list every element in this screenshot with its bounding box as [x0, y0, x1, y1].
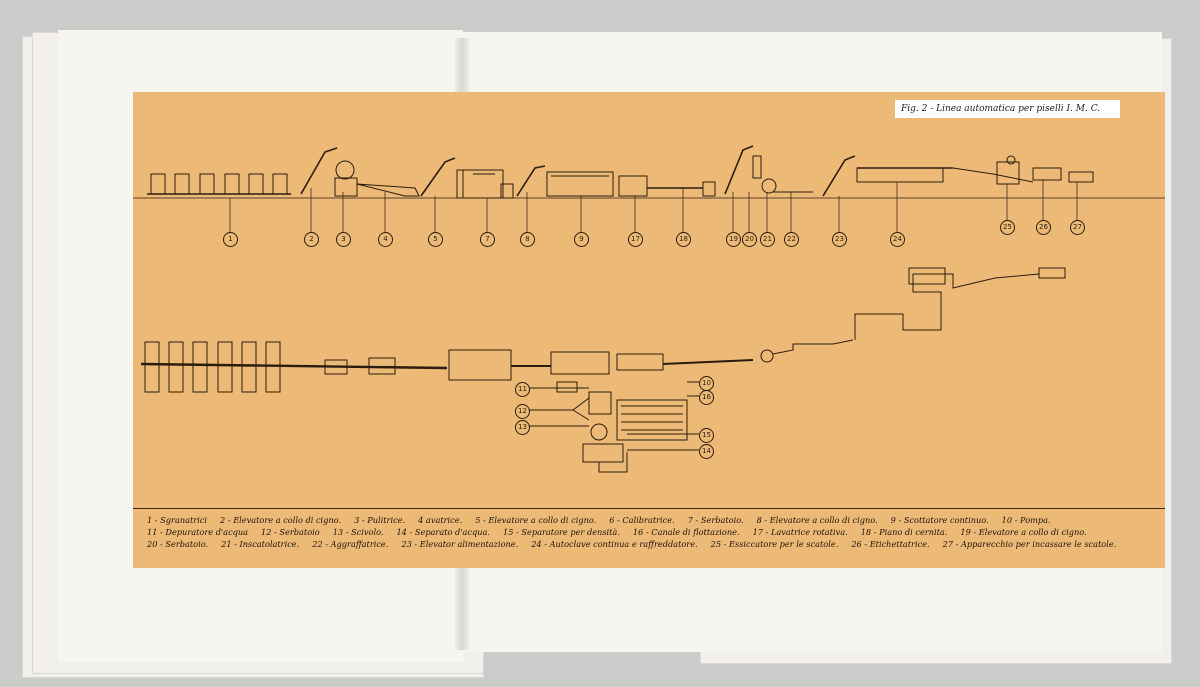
legend-row-3: 20 - Serbatoio. 21 - Inscatolatrice. 22 …	[147, 538, 1152, 550]
legend-item: 11 - Depuratore d'acqua	[147, 527, 249, 537]
callout-3: 3	[336, 232, 351, 247]
callout-24: 24	[890, 232, 905, 247]
sgranatrici-machines	[147, 173, 291, 195]
callout-22: 22	[784, 232, 799, 247]
callout-18: 18	[676, 232, 691, 247]
legend-item: 12 - Serbatoio	[261, 527, 320, 537]
legend: 1 - Sgranatrici 2 - Elevatore a collo di…	[147, 514, 1152, 550]
legend-item: 21 - Inscatolatrice.	[221, 539, 300, 549]
legend-item: 2 - Elevatore a collo di cigno.	[220, 515, 342, 525]
callout-12: 12	[515, 404, 530, 419]
legend-item: 26 - Etichettatrice.	[851, 539, 930, 549]
callout-10: 10	[699, 376, 714, 391]
legend-item: 24 - Autoclave continua e raffreddatore.	[531, 539, 698, 549]
legend-item: 7 - Serbatoio.	[687, 515, 744, 525]
callout-11: 11	[515, 382, 530, 397]
legend-item: 10 - Pompa.	[1001, 515, 1051, 525]
callout-23: 23	[832, 232, 847, 247]
figure-caption: Fig. 2 - Linea automatica per piselli I.…	[895, 100, 1120, 118]
legend-item: 14 - Separato d'acqua.	[396, 527, 491, 537]
callout-25: 25	[1000, 220, 1015, 235]
callout-7: 7	[480, 232, 495, 247]
legend-item: 9 - Scottatore continuo.	[890, 515, 989, 525]
legend-item: 27 - Apparecchio per incassare le scatol…	[942, 539, 1117, 549]
callout-20: 20	[742, 232, 757, 247]
legend-item: 8 - Elevatore a collo di cigno.	[756, 515, 878, 525]
legend-item: 4 avatrice.	[418, 515, 463, 525]
legend-item: 15 - Separatore per densità.	[503, 527, 620, 537]
callout-5: 5	[428, 232, 443, 247]
legend-item: 19 - Elevatore a collo di cigno.	[960, 527, 1087, 537]
callout-19: 19	[726, 232, 741, 247]
legend-row-2: 11 - Depuratore d'acqua 12 - Serbatoio 1…	[147, 526, 1152, 538]
plan-view	[140, 267, 1066, 473]
legend-item: 17 - Lavatrice rotativa.	[752, 527, 848, 537]
legend-item: 22 - Aggraffatrice.	[312, 539, 389, 549]
callout-9: 9	[574, 232, 589, 247]
legend-item: 16 - Canale di flottazione.	[632, 527, 740, 537]
callout-27: 27	[1070, 220, 1085, 235]
legend-item: 6 - Calibratrice.	[609, 515, 675, 525]
legend-item: 13 - Scivolo.	[332, 527, 384, 537]
callout-16: 16	[699, 390, 714, 405]
callout-26: 26	[1036, 220, 1051, 235]
legend-item: 23 - Elevator alimentazione.	[401, 539, 519, 549]
legend-item: 18 - Piano di cernita.	[860, 527, 948, 537]
callout-8: 8	[520, 232, 535, 247]
legend-item: 25 - Essiccatore per le scatole.	[710, 539, 839, 549]
legend-item: 1 - Sgranatrici	[147, 515, 208, 525]
callout-17: 17	[628, 232, 643, 247]
callout-21: 21	[760, 232, 775, 247]
legend-divider	[133, 508, 1165, 509]
callout-2: 2	[304, 232, 319, 247]
legend-item: 5 - Elevatore a collo di cigno.	[475, 515, 597, 525]
callout-14: 14	[699, 444, 714, 459]
legend-row-1: 1 - Sgranatrici 2 - Elevatore a collo di…	[147, 514, 1152, 526]
callout-15: 15	[699, 428, 714, 443]
legend-item: 3 - Pulitrice.	[354, 515, 406, 525]
callout-1: 1	[223, 232, 238, 247]
callout-4: 4	[378, 232, 393, 247]
callout-13: 13	[515, 420, 530, 435]
legend-item: 20 - Serbatoio.	[147, 539, 209, 549]
diagram-plate: 1 2 3 4 5 7 8 9 17 18 19 20 21 22 23 24 …	[133, 92, 1165, 568]
process-line-diagram	[133, 145, 1165, 473]
